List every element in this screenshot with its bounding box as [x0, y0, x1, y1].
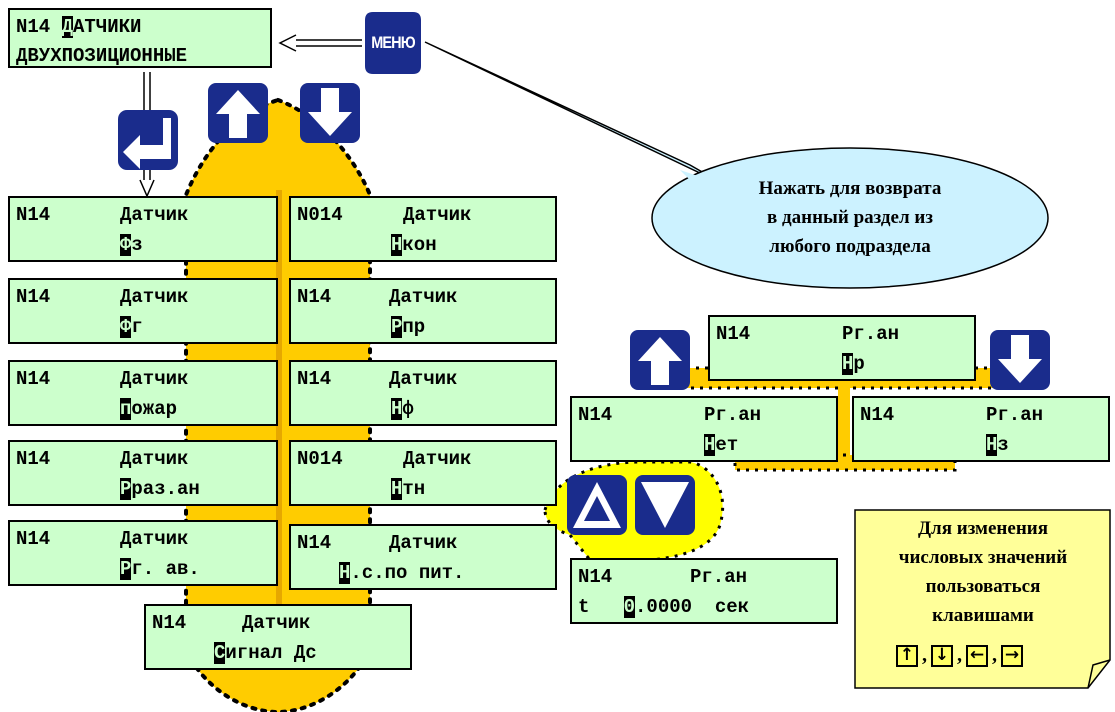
- callout-text: Нажать для возврата в данный раздел из л…: [758, 178, 942, 257]
- cursor: Р: [120, 558, 132, 580]
- lcd-pg-value: N14 Рг.ан t 0.0000 сек: [570, 558, 838, 624]
- lcd-right-3: N14 Датчик Нф: [289, 360, 557, 426]
- note-card: [854, 509, 1111, 689]
- up-arrow-icon: [216, 90, 260, 138]
- menu-key-label: МЕНЮ: [371, 33, 415, 52]
- lcd-pg-left: N14 Рг.ан Нет: [570, 396, 838, 462]
- up-key-icon: ↑: [896, 644, 918, 667]
- lcd-right-5: N14 Датчик Н.с.по пит.: [289, 524, 557, 590]
- cursor: Н: [339, 562, 351, 584]
- cursor: Н: [704, 434, 716, 456]
- triangle-down-icon: [641, 482, 689, 528]
- callout-balloon: [651, 147, 1049, 289]
- cursor: Д: [61, 16, 74, 38]
- menu-arrow: [278, 34, 362, 52]
- lcd-pg-right: N14 Рг.ан Нз: [852, 396, 1110, 462]
- lcd-left-3: N14 Датчик пожар: [8, 360, 278, 426]
- cursor: Н: [842, 353, 854, 375]
- lcd-left-4: N14 Датчик Рраз.ан: [8, 440, 278, 506]
- cursor: Н: [391, 234, 403, 256]
- cursor: Ф: [120, 316, 132, 338]
- lcd-right-1: N014 Датчик Нкон: [289, 196, 557, 262]
- callout-tail: [424, 41, 726, 186]
- cursor: Р: [120, 478, 132, 500]
- left-key-icon: ←: [966, 644, 988, 667]
- cursor: Н: [986, 434, 998, 456]
- down-arrow-icon: [308, 88, 352, 136]
- lcd-pg-top: N14 Рг.ан Нр: [708, 315, 976, 381]
- note-text: Для изменения числовых значений пользова…: [898, 518, 1068, 626]
- lcd-right-2: N14 Датчик Рпр: [289, 278, 557, 344]
- cursor: 0: [623, 596, 636, 618]
- lcd-left-2: N14 Датчик Фг: [8, 278, 278, 344]
- lcd-right-4: N014 Датчик Нтн: [289, 440, 557, 506]
- value-connector: [555, 505, 563, 525]
- blob-spine: [276, 190, 282, 610]
- right-key-icon: →: [1001, 644, 1023, 667]
- cursor: С: [214, 642, 226, 664]
- cursor: п: [120, 398, 132, 420]
- menu-key-bg: [365, 12, 421, 74]
- lcd-left-1: N14 Датчик Фз: [8, 196, 278, 262]
- cursor: Н: [391, 398, 403, 420]
- cursor: Н: [391, 478, 403, 500]
- lcd-line: ДВУХПОЗИЦИОННЫЕ: [16, 45, 188, 67]
- cursor: Р: [391, 316, 403, 338]
- note-keys: ↑, ↓, ←, →: [896, 644, 1023, 667]
- note-corner: [1087, 659, 1111, 689]
- menu-key[interactable]: МЕНЮ: [365, 12, 421, 74]
- down-key-icon: ↓: [931, 644, 953, 667]
- enter-icon: [123, 118, 171, 169]
- pg-up-arrow-icon: [638, 337, 682, 385]
- pg-connector-stem: [838, 380, 850, 470]
- lcd-left-5: N14 Датчик Рг. ав.: [8, 520, 278, 586]
- pg-down-arrow-icon: [998, 335, 1042, 383]
- lcd-bottom: N14 Датчик Сигнал Дс: [144, 604, 412, 670]
- cursor: Ф: [120, 234, 132, 256]
- lcd-top-menu: N14 ДАТЧИКИ ДВУХПОЗИЦИОННЫЕ: [8, 8, 272, 68]
